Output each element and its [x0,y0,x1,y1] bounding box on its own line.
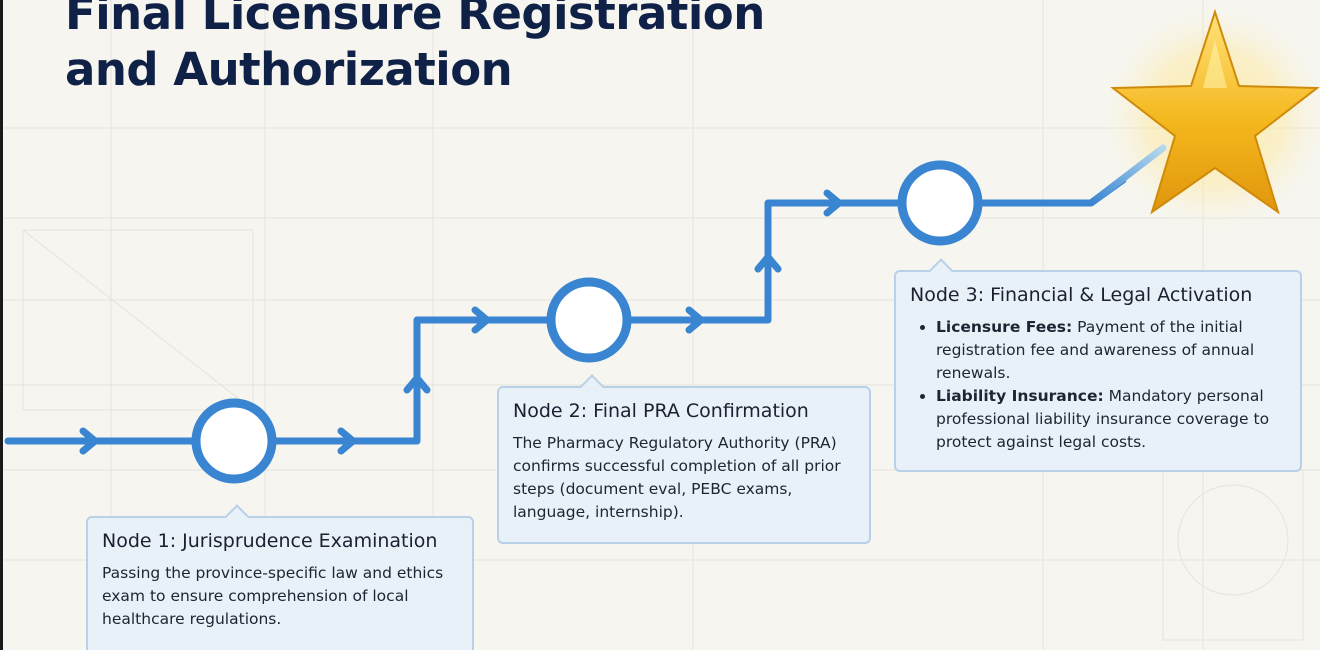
bullet-text: Mandatory personal professional liabilit… [936,387,1270,451]
bullet-text: Payment of the initial registration fee … [936,318,1255,382]
node-3-heading: Node 3: Financial & Legal Activation [910,284,1253,306]
bullet-liability-insurance: Liability Insurance: Mandatory personal … [936,385,1284,454]
star-icon [1103,6,1320,230]
node-1-heading: Node 1: Jurisprudence Examination [102,530,438,552]
arrow-icon [79,189,843,455]
node-1-body: Passing the province-specific law and et… [102,564,444,628]
title-line-1: Final Licensure Registration [65,0,765,40]
node-3-card: Node 3: Financial & Legal Activation Lic… [894,258,1302,472]
node-1-circle [191,398,277,484]
bullet-label: Liability Insurance: [936,387,1104,405]
node-2-circle [546,277,632,363]
node-3-circle [897,160,983,246]
node-1-card: Node 1: Jurisprudence Examination Passin… [86,504,474,650]
node-2-heading: Node 2: Final PRA Confirmation [513,400,809,422]
page-title: Final Licensure Registration and Authori… [65,0,765,98]
title-line-2: and Authorization [65,43,513,96]
node-3-bullet-list: Licensure Fees: Payment of the initial r… [910,316,1284,454]
bullet-licensure-fees: Licensure Fees: Payment of the initial r… [936,316,1284,385]
bullet-label: Licensure Fees: [936,318,1073,336]
node-2-body: The Pharmacy Regulatory Authority (PRA) … [513,434,841,521]
node-2-card: Node 2: Final PRA Confirmation The Pharm… [497,374,871,544]
